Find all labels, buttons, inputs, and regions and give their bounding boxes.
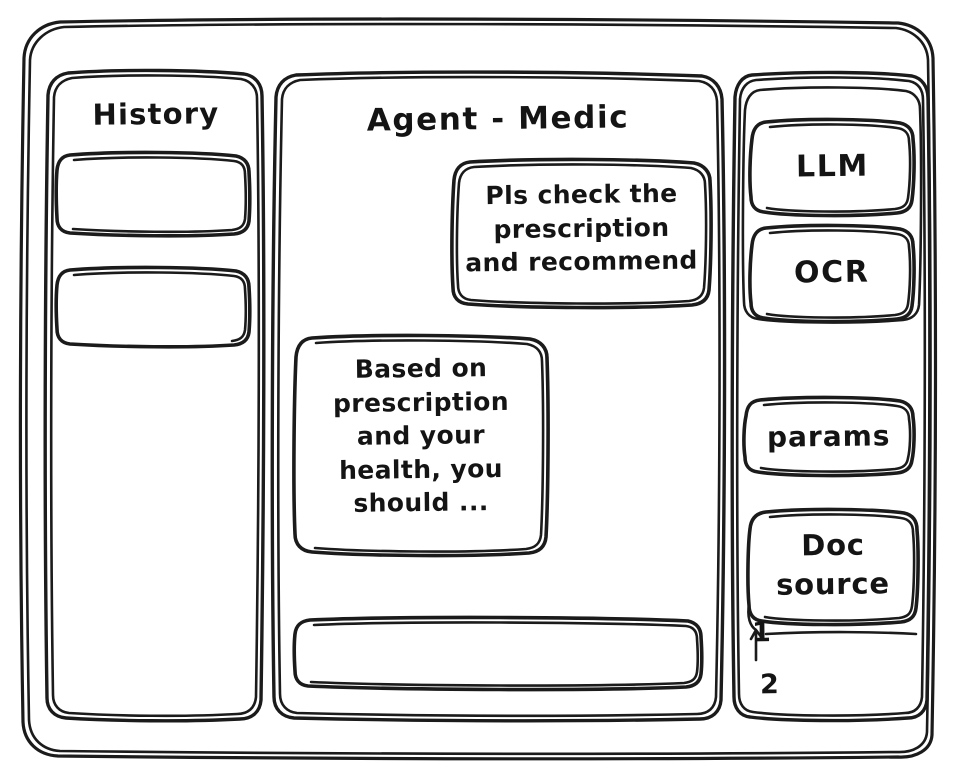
ocr-button-label: OCR (794, 254, 870, 291)
doc-list-item-2[interactable]: 2 (759, 669, 780, 701)
llm-button[interactable]: LLM (751, 122, 913, 213)
agent-message-line-2: prescription (332, 386, 510, 418)
doc-list-item-1[interactable]: 1 (751, 617, 772, 649)
composer-input-value (295, 618, 701, 643)
user-message: Pls check the prescription and recommend (453, 162, 710, 305)
history-item-2[interactable] (57, 270, 249, 345)
agent-message-line-1: Based on (354, 353, 488, 384)
agent-message-line-5: should ... (353, 487, 489, 518)
ocr-button[interactable]: OCR (751, 228, 913, 319)
user-message-line-1: Pls check the (485, 178, 678, 211)
params-button-label: params (767, 418, 891, 454)
agent-message-line-3: and your (356, 420, 486, 451)
user-message-line-2: prescription (493, 212, 670, 244)
doc-source-button[interactable]: Doc source (749, 512, 917, 622)
doc-source-button-label-line-2: source (775, 566, 891, 603)
params-button[interactable]: params (745, 400, 913, 473)
agent-panel-title: Agent - Medic (366, 99, 630, 139)
history-panel-title: History (92, 96, 220, 132)
agent-message: Based on prescription and your health, y… (295, 338, 547, 554)
doc-source-button-label-line-1: Doc (800, 527, 865, 563)
llm-button-label: LLM (795, 148, 869, 185)
user-message-line-3: and recommend (465, 245, 698, 278)
agent-message-line-4: health, you (338, 453, 504, 485)
history-item-1[interactable] (57, 155, 249, 234)
composer-input[interactable] (295, 620, 701, 687)
